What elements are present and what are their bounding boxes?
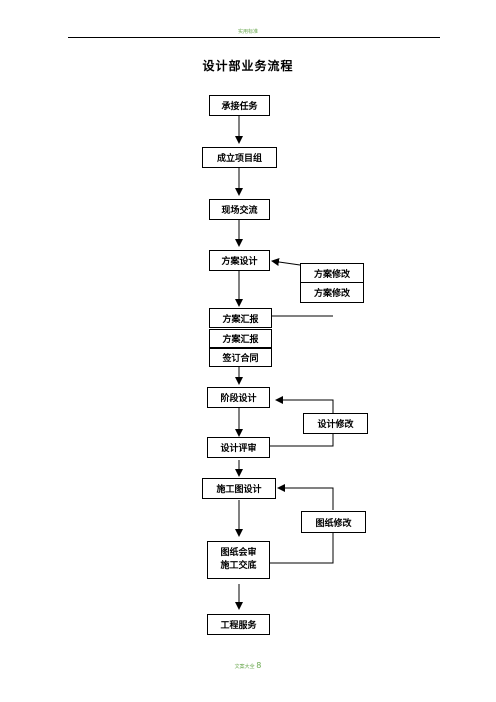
box-scheme-modify-1: 方案修改 bbox=[300, 263, 364, 283]
box-design-review: 设计评审 bbox=[207, 437, 270, 458]
box-scheme-modify-2: 方案修改 bbox=[300, 282, 364, 303]
line-drawing-loop-bottom bbox=[270, 533, 334, 564]
box-construction-drawing: 施工图设计 bbox=[202, 478, 276, 499]
box-drawing-modify: 图纸修改 bbox=[301, 511, 366, 533]
box-drawing-review: 图纸会审 施工交底 bbox=[207, 541, 270, 579]
page-number: 8 bbox=[256, 661, 262, 670]
drawing-review-line2: 施工交底 bbox=[220, 561, 257, 571]
document-title: 设计部业务流程 bbox=[202, 59, 294, 73]
box-scheme-report-2: 方案汇报 bbox=[209, 329, 272, 348]
box-engineering-service: 工程服务 bbox=[207, 614, 270, 635]
box-design-modify: 设计修改 bbox=[303, 413, 368, 434]
box-site-exchange: 现场交流 bbox=[209, 199, 270, 220]
box-stage-design: 阶段设计 bbox=[207, 387, 270, 408]
page-header-text: 实用标准 bbox=[237, 29, 258, 35]
header-rule bbox=[68, 37, 440, 38]
line-drawing-loop-top bbox=[277, 484, 334, 510]
arrow-modify-to-scheme bbox=[271, 258, 301, 266]
box-scheme-design: 方案设计 bbox=[209, 250, 270, 271]
box-sign-contract: 签订合同 bbox=[209, 348, 272, 367]
box-scheme-report-1: 方案汇报 bbox=[209, 308, 272, 328]
footer-text: 文案大全 bbox=[234, 664, 255, 670]
drawing-review-line1: 图纸会审 bbox=[220, 548, 257, 558]
box-accept-task: 承接任务 bbox=[209, 95, 270, 116]
page-footer: 文案大全 8 bbox=[0, 661, 496, 670]
box-form-team: 成立项目组 bbox=[202, 147, 277, 168]
